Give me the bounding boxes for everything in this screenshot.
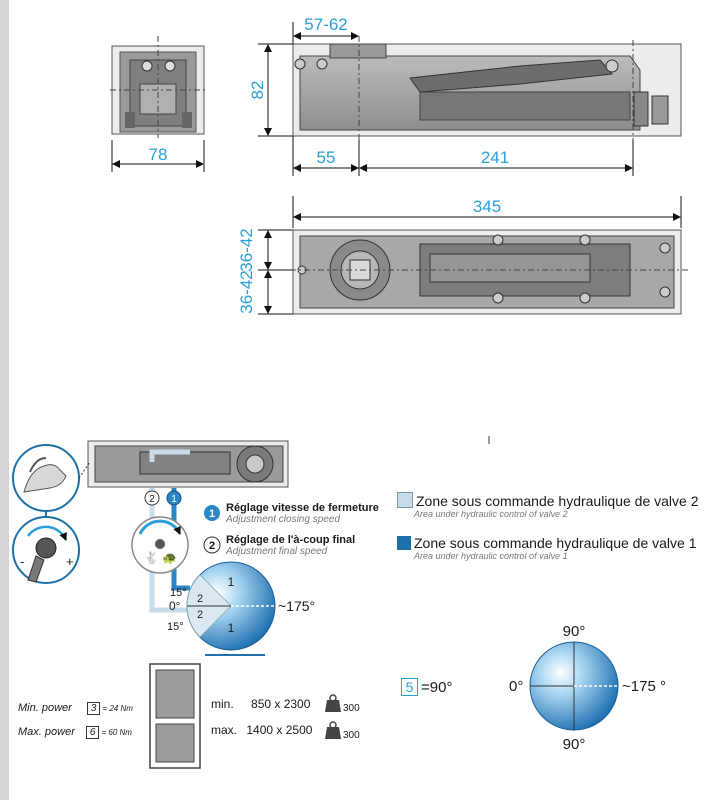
end-view-drawing [110,36,207,138]
weight-icon-min [325,694,341,712]
angle-0: 0° [169,599,181,613]
dim-height: 82 [248,81,267,100]
max-power-value: = 60 Nm [101,728,132,737]
opening-code-value: =90° [421,679,453,696]
legend-num-1: 1 [209,508,215,520]
min-power-row: Min. power 3= 24 Nm [18,702,133,715]
zone-2-sub: Area under hydraulic control of valve 2 [414,509,568,519]
zone-legend-valve-1: Zone sous commande hydraulique de valve … [397,535,697,561]
dim-total-length: 345 [473,197,501,216]
angle-15-top: 15° [170,587,187,599]
zone-2-title: Zone sous commande hydraulique de valve … [416,493,699,509]
door-size-max-label: max. [211,723,238,737]
minus-sign: - [20,554,24,569]
tortoise-icon: 🐢 [162,551,177,565]
top-view-drawing [290,229,690,315]
dim-body-length: 241 [481,148,509,167]
dim-spindle-offset: 57-62 [304,15,347,34]
min-power-value: = 24 Nm [102,704,133,713]
hare-icon: 🐇 [144,551,159,565]
legend-item-1: Réglage vitesse de fermeture Adjustment … [226,502,379,525]
zone-label-1-top: 1 [228,575,235,589]
legend-item-1-title: Réglage vitesse de fermeture [226,502,379,514]
dim-axis-distance: 55 [317,148,336,167]
closer-top-view-small [87,440,289,488]
side-view-drawing [292,36,682,140]
opening-angle-right: ~175 ° [622,678,666,695]
zone-label-2-top: 2 [197,593,203,605]
dim-width-upper: 36-42 [237,228,256,271]
hydraulic-zone-sphere [186,561,276,651]
opening-angle-sphere [529,641,619,731]
zone-label-2-bottom: 2 [197,609,203,621]
legend-item-2-title: Réglage de l'à-coup final [226,534,356,546]
min-power-label: Min. power [18,702,72,714]
angle-15-bottom: 15° [167,621,184,633]
legend-item-2: Réglage de l'à-coup final Adjustment fin… [226,534,355,557]
valve-tag-1: 1 [171,494,177,505]
zone-label-1-bottom: 1 [228,621,235,635]
opening-code-label: 5=90° [401,678,452,696]
zone-2-swatch [397,492,413,508]
door-size-min: min. 850 x 2300 [211,697,310,711]
max-power-code: 6 [85,726,100,739]
zone-1-sub: Area under hydraulic control of valve 1 [414,551,568,561]
max-power-label: Max. power [18,726,75,738]
opening-code: 5 [401,678,418,696]
legend-item-2-sub: Adjustment final speed [226,546,328,557]
door-illustration [149,663,201,769]
max-power-row: Max. power 6= 60 Nm [18,726,132,739]
plus-sign: + [66,554,74,569]
left-edge-strip [0,0,9,800]
min-power-code: 3 [86,702,101,715]
door-size-max: max. 1400 x 2500 [211,723,312,737]
dim-width-lower: 36-42 [237,270,256,313]
door-size-min-value: 850 x 2300 [251,697,311,711]
door-size-min-label: min. [211,697,234,711]
opening-angle-left: 0° [509,678,523,695]
opening-angle-top: 90° [563,623,586,640]
opening-angle-bottom: 90° [563,736,586,753]
door-size-max-value: 1400 x 2500 [246,723,313,737]
valve-tag-2: 2 [149,494,155,505]
legend-item-1-sub: Adjustment closing speed [226,514,340,525]
zone-1-swatch [397,536,411,550]
legend-num-2: 2 [209,540,215,552]
zone-1-title: Zone sous commande hydraulique de valve … [414,535,697,551]
zone-legend-valve-2: Zone sous commande hydraulique de valve … [397,492,699,519]
angle-175-left: ~175° [278,598,315,614]
weight-min-value: 300 [343,703,360,714]
dim-width-end: 78 [149,145,168,164]
weight-max-value: 300 [343,730,360,741]
weight-icon-max [325,721,341,739]
